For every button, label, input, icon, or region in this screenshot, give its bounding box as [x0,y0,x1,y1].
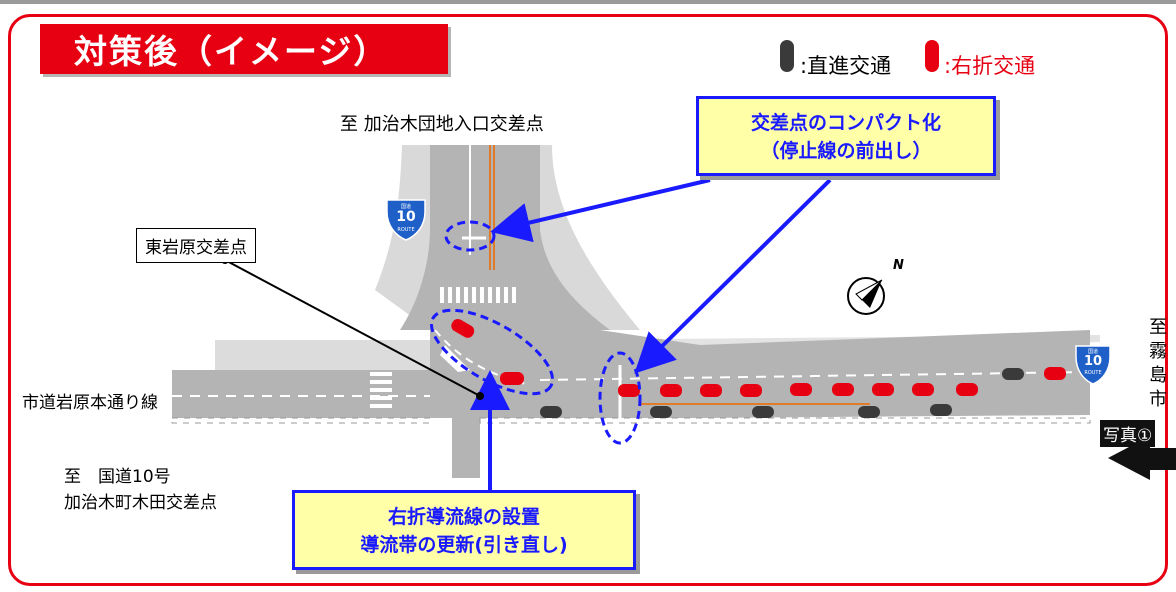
diagram-frame [8,14,1168,586]
east-destination-char: 市 [1149,389,1167,410]
east-destination-label: 至 霧 島 市 [1146,316,1170,412]
right-turn-car [700,384,722,397]
east-destination-char: 島 [1149,365,1167,386]
straight-car [650,406,672,418]
right-turn-car [1044,367,1066,380]
photo-arrow-icon [1108,436,1176,480]
route-sign-bottom-text: ROUTE [1084,370,1102,376]
route-10-sign-icon [386,199,426,241]
callout-line: 導流帯の更新(引き直し) [360,534,568,556]
east-destination-char: 至 [1149,317,1167,338]
straight-car [858,406,880,418]
arrow-to-east-stop [634,178,832,374]
compass-icon [847,277,885,315]
east-center-dash [539,371,1091,381]
right-turn-car [872,383,894,396]
right-turn-car-legend-icon [925,40,939,72]
callout-line: 右折導流線の設置 [387,506,540,528]
route-sign-bottom-text: ROUTE [397,227,415,233]
compass-north-label: N [893,258,904,273]
compact-intersection-callout: 交差点のコンパクト化 （停止線の前出し） [696,96,996,176]
photo-label: 写真① [1100,420,1156,447]
main-road [172,330,1090,418]
right-turn-car [740,384,762,397]
arrow-to-north-stop [490,178,711,243]
straight-cars [540,368,1024,418]
callout-line: （停止線の前出し） [760,140,932,162]
north-crosswalk [440,287,516,303]
east-destination-char: 霧 [1149,341,1167,362]
right-turn-car [912,383,934,396]
intersection-name-label: 東岩原交差点 [136,228,256,263]
south-destination-line1: 至 国道10号 [64,467,171,487]
right-turn-car [618,384,640,397]
south-destination-line2: 加治木町木田交差点 [64,493,217,513]
right-turn-car [451,318,475,338]
title-badge: 対策後（イメージ） [40,24,448,74]
east-curb [479,417,1091,424]
straight-traffic-label: :直進交通 [800,54,892,78]
route-sign-number: 10 [396,209,416,225]
callout-line: 交差点のコンパクト化 [750,112,941,134]
right-turn-car [832,383,854,396]
top-rule [0,0,1176,4]
right-turn-car [660,384,682,397]
straight-car [1002,368,1024,380]
leader-dot [476,392,484,400]
route-sign-top-text: 国道 [400,204,411,210]
east-stop-line-highlight [598,351,642,445]
straight-car-legend-icon [780,40,794,72]
west-crosswalk [370,372,392,408]
road-name-label: 市道岩原本通り線 [22,393,158,413]
south-stub-road [452,418,480,478]
right-turn-guide-callout: 右折導流線の設置 導流帯の更新(引き直し) [292,490,636,570]
route-sign-number: 10 [1083,354,1103,369]
route-sign-top-text: 国道 [1087,349,1098,355]
route-10-sign-icon [1075,345,1111,385]
west-curb [171,417,431,424]
right-turn-car [500,372,524,385]
right-turn-car [956,383,978,396]
straight-car [540,406,562,418]
straight-car [930,404,952,416]
north-destination-label: 至 加治木団地入口交差点 [340,114,544,135]
intersection-leader-line [224,259,481,397]
right-turn-traffic-label: :右折交通 [944,54,1036,78]
straight-car [752,406,774,418]
right-turn-car [790,383,812,396]
